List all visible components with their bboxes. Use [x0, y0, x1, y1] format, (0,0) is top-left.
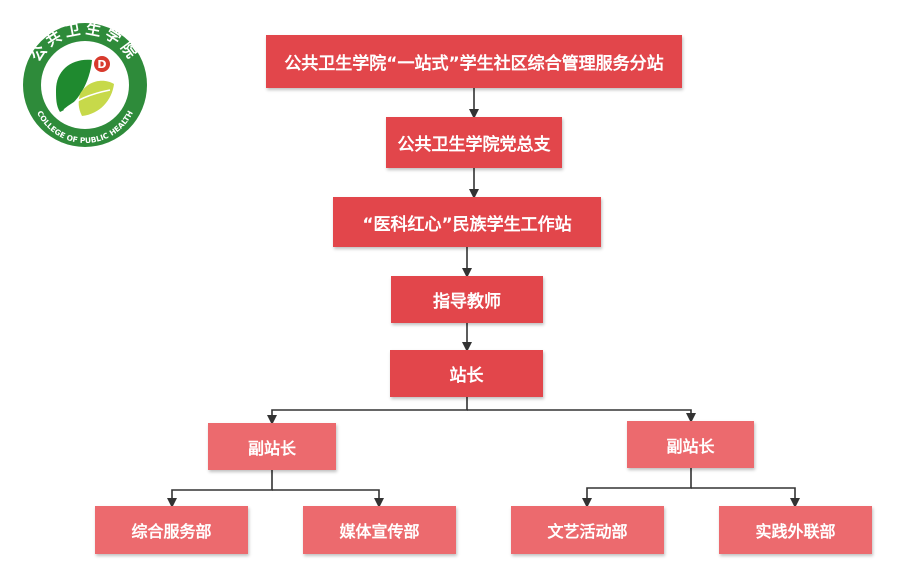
node-vice-left: 副站长	[208, 423, 336, 470]
node-dept-outreach: 实践外联部	[719, 506, 872, 554]
node-director: 站长	[390, 350, 543, 397]
node-advisor: 指导教师	[391, 276, 543, 323]
link-director-vice-left	[267, 397, 468, 425]
link-vice-left-service	[167, 470, 273, 508]
node-dept-media: 媒体宣传部	[303, 506, 456, 554]
node-party: 公共卫生学院党总支	[386, 117, 562, 168]
node-station: “医科红心”民族学生工作站	[333, 197, 601, 247]
link-vice-left-media	[272, 489, 384, 508]
node-dept-arts: 文艺活动部	[511, 506, 664, 554]
college-logo-icon: 公共卫生学院 COLLEGE OF PUBLIC HEALTH D	[23, 20, 147, 147]
link-vice-right-arts	[582, 468, 692, 508]
link-director-vice-right	[467, 409, 696, 423]
node-root: 公共卫生学院“一站式”学生社区综合管理服务分站	[266, 35, 682, 88]
node-vice-right: 副站长	[627, 421, 754, 468]
link-vice-right-outreach	[691, 487, 800, 508]
node-dept-service: 综合服务部	[95, 506, 248, 554]
logo-initial: D	[97, 58, 106, 71]
